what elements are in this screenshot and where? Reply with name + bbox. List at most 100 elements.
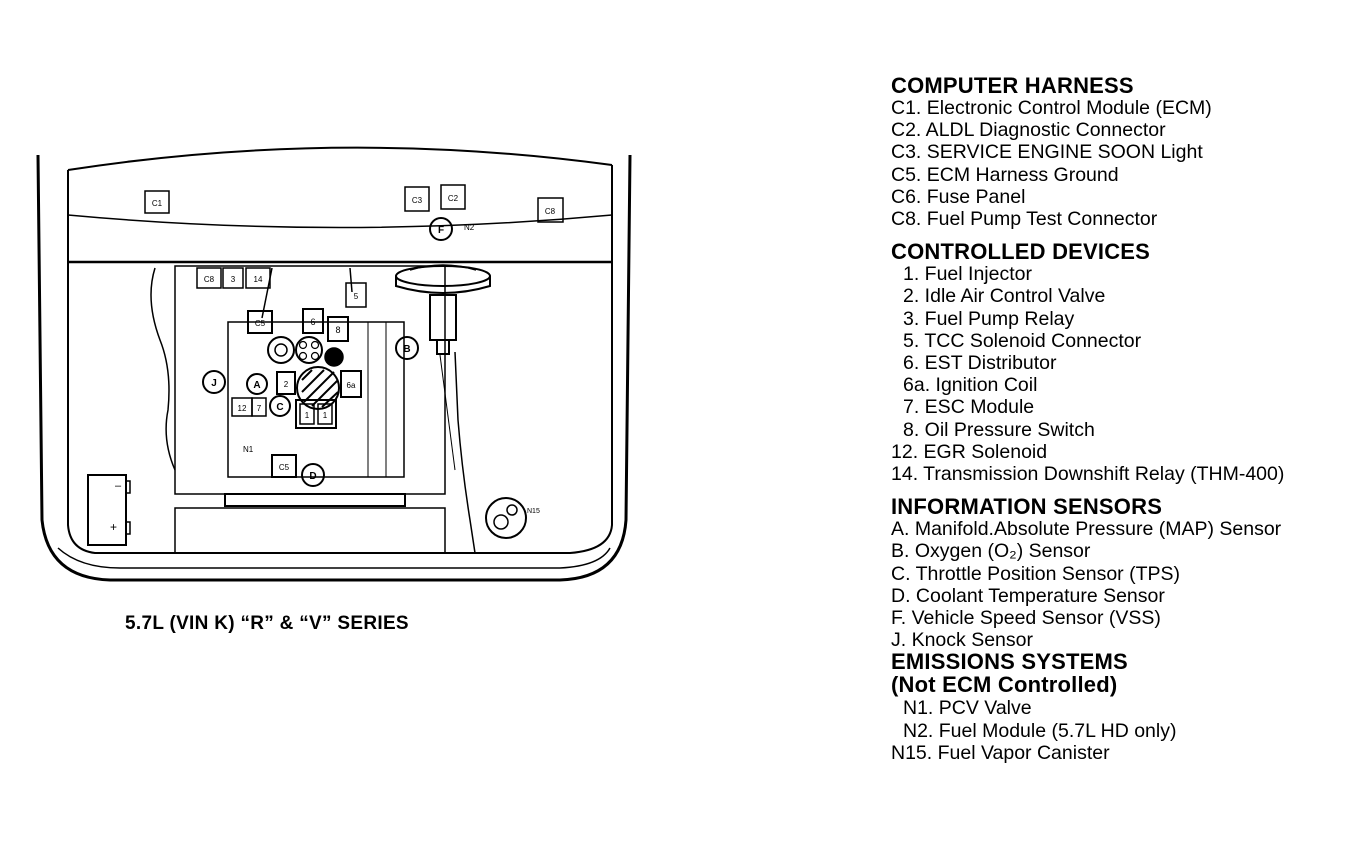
right-fender-curve (454, 351, 476, 554)
vapor-canister-n15: N15 (485, 497, 540, 539)
relay-14: 14 (245, 267, 271, 289)
label-n2: N2 (464, 223, 475, 232)
label-c3: C3 (412, 196, 423, 205)
diagram-caption: 5.7L (VIN K) “R” & “V” SERIES (125, 613, 409, 634)
legend-item: 12. EGR Solenoid (891, 440, 1048, 463)
battery: – + (87, 474, 131, 546)
label-j: J (211, 378, 217, 389)
label-d: D (309, 471, 316, 482)
tps-sensor-c: C (269, 395, 291, 417)
esc-module-7: 7 (251, 397, 267, 417)
legend-item: 6a. Ignition Coil (903, 374, 1038, 397)
label-a: A (253, 380, 260, 391)
legend-section-computer-harness: COMPUTER HARNESS C1. Electronic Control … (891, 73, 1351, 231)
label-3: 3 (231, 275, 236, 284)
cowl-upper-curve (67, 146, 613, 171)
legend-item: C. Throttle Position Sensor (TPS) (891, 562, 1180, 585)
legend-item: 2. Idle Air Control Valve (903, 285, 1106, 308)
coolant-sensor-d: D (301, 463, 325, 487)
label-n1: N1 (243, 445, 254, 454)
legend-item: C5. ECM Harness Ground (891, 163, 1119, 186)
left-fender-curve (150, 267, 176, 471)
legend-item: 3. Fuel Pump Relay (903, 307, 1075, 330)
label-12: 12 (238, 404, 247, 413)
battery-minus-label: – (115, 480, 122, 492)
legend: COMPUTER HARNESS C1. Electronic Control … (891, 75, 1351, 764)
legend-item: F. Vehicle Speed Sensor (VSS) (891, 607, 1161, 630)
idle-air-valve-2: 2 (276, 371, 296, 395)
sensor-f: F (429, 217, 453, 241)
legend-item: C6. Fuse Panel (891, 185, 1026, 208)
legend-item: J. Knock Sensor (891, 629, 1033, 652)
oxygen-sensor-b: B (395, 336, 419, 360)
legend-item: A. Manifold.Absolute Pressure (MAP) Sens… (891, 518, 1282, 541)
map-sensor-a: A (246, 373, 268, 395)
label-c1: C1 (152, 199, 163, 208)
label-2: 2 (284, 380, 289, 389)
legend-item: N2. Fuel Module (5.7L HD only) (903, 719, 1177, 742)
hose-line (439, 354, 456, 471)
cowl-lower-curve (67, 214, 613, 229)
relay-3: 3 (222, 267, 244, 289)
label-1b: 1 (323, 411, 328, 420)
connector-c5-lower: C5 (271, 454, 297, 478)
section-title: CONTROLLED DEVICES (891, 239, 1151, 265)
legend-item: 5. TCC Solenoid Connector (903, 329, 1142, 352)
front-crossmember (174, 507, 446, 554)
label-5: 5 (354, 292, 359, 301)
legend-item: 14. Transmission Downshift Relay (THM-40… (891, 463, 1285, 486)
label-b: B (403, 344, 410, 355)
label-c5-lower: C5 (279, 463, 290, 472)
harness-line-2 (349, 267, 353, 293)
connector-c8-block: C8 (196, 267, 222, 289)
air-cleaner-assembly (395, 264, 491, 355)
throttle-body (296, 366, 340, 410)
section-title: COMPUTER HARNESS (891, 73, 1134, 98)
connector-c2: C2 (440, 184, 466, 210)
legend-item: 6. EST Distributor (903, 352, 1057, 375)
connector-c8-cowl: C8 (537, 197, 564, 223)
legend-section-controlled-devices: CONTROLLED DEVICES 1. Fuel Injector 2. I… (891, 241, 1351, 485)
label-7: 7 (257, 404, 262, 413)
label-1a: 1 (305, 411, 310, 420)
legend-item: 1. Fuel Injector (903, 263, 1032, 286)
switch-8: 8 (327, 316, 349, 342)
label-f: F (438, 225, 444, 236)
label-c8-block: C8 (204, 275, 215, 284)
connector-c1: C1 (144, 190, 170, 214)
label-6a: 6a (347, 381, 356, 390)
section-title: EMISSIONS SYSTEMS (891, 649, 1128, 675)
connector-c5-upper: C5 (247, 310, 273, 334)
label-6: 6 (310, 317, 315, 327)
legend-item: 8. Oil Pressure Switch (903, 418, 1095, 441)
label-c2: C2 (448, 194, 459, 203)
knock-sensor-j: J (202, 370, 226, 394)
vehicle-body-outline (36, 154, 632, 582)
legend-item: C1. Electronic Control Module (ECM) (891, 97, 1212, 119)
legend-section-emissions-systems: EMISSIONS SYSTEMS (Not ECM Controlled) N… (891, 651, 1351, 764)
label-14: 14 (254, 275, 263, 284)
ignition-coil-6a: 6a (340, 370, 362, 398)
legend-item: C2. ALDL Diagnostic Connector (891, 119, 1166, 142)
legend-item: C8. Fuel Pump Test Connector (891, 208, 1158, 231)
legend-item: N15. Fuel Vapor Canister (891, 741, 1110, 764)
egr-solenoid-12: 12 (231, 397, 253, 417)
connector-c3: C3 (404, 186, 430, 212)
legend-item: B. Oxygen (O₂) Sensor (891, 540, 1091, 563)
label-c8-cowl: C8 (545, 207, 556, 216)
label-8: 8 (335, 325, 340, 335)
label-n15: N15 (527, 508, 540, 515)
legend-item: 7. ESC Module (903, 396, 1035, 419)
connector-5: 5 (345, 282, 367, 308)
battery-plus-label: + (110, 520, 117, 534)
oil-pan-plate (224, 493, 406, 507)
legend-item: N1. PCV Valve (903, 697, 1032, 720)
intake-manifold (227, 321, 405, 478)
legend-item: D. Coolant Temperature Sensor (891, 584, 1165, 607)
distributor-cap (267, 336, 344, 367)
section-subtitle: (Not ECM Controlled) (891, 672, 1118, 698)
fuel-injectors: 1 1 (295, 399, 337, 429)
section-title: INFORMATION SENSORS (891, 494, 1163, 520)
label-c: C (276, 402, 283, 413)
legend-item: C3. SERVICE ENGINE SOON Light (891, 141, 1203, 164)
